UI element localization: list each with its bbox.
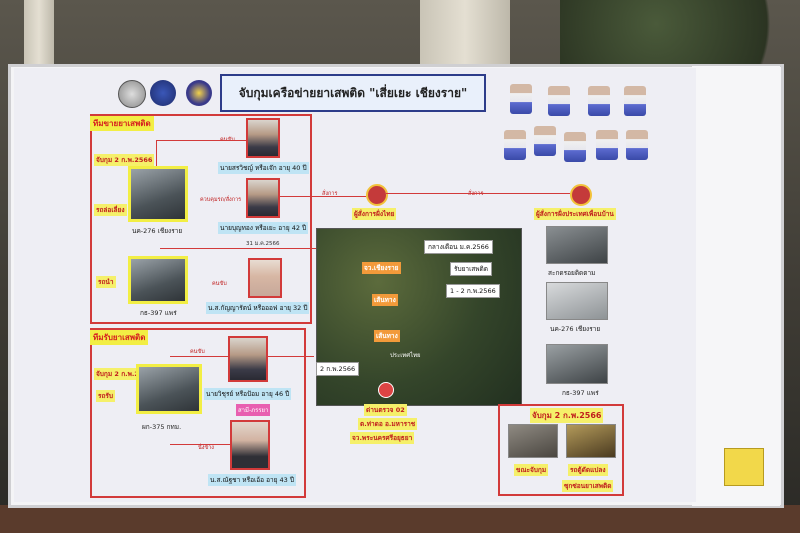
suspect-4-photo [228,336,268,382]
role-driver-3: คนขับ [190,349,205,355]
suspect-5-photo [230,420,270,470]
surveillance-photo [546,226,608,264]
car-3-role: รถรับ [96,390,116,402]
arrest-photo-1 [508,424,558,458]
car-photo-van [128,166,188,222]
arrest-box-caption-3: ซุกซ่อนยาเสพติด [562,480,614,492]
magnifier-icon [118,80,146,108]
officials-photo [504,78,654,178]
suspect-1-name: นายสรวิชญ์ หรือเจ๊ก อายุ 40 ปี [218,162,309,174]
checkpoint-label-2: ต.ท่าดอ อ.มหาราช [358,418,418,430]
van-caption: นค-276 เชียงราย [550,325,601,333]
car-2-plate: กธ-397 แพร่ [140,309,177,317]
connector-line [160,248,376,249]
map-satellite [316,228,522,406]
car-photo-receiver [136,364,202,414]
agency-seal-icon [186,80,212,106]
board-right-panel [692,66,780,506]
car-photo-pickup [128,256,188,304]
surveillance-caption: สะกดรอยติดตาม [548,269,596,277]
map-date-2-feb: 2 ก.พ.2566 [316,362,360,376]
sell-team-panel [90,114,312,324]
van-photo [546,282,608,320]
remote-commander-icon [570,184,592,206]
map-country: ประเทศไทย [390,352,421,359]
arrest-photo-2 [566,424,616,458]
sticky-note [724,448,764,486]
checkpoint-marker-icon [378,382,394,398]
connector-line [170,356,228,357]
pillar-left [24,0,54,64]
arrest-box-caption-2: รถตู้ดัดแปลง [568,464,608,476]
suspect-3-photo [248,258,282,298]
connector-line [386,193,570,194]
car-1-role: รถล่อเลี่ยง [94,204,127,216]
poster-title: จับกุมเครือข่ายยาเสพติด "เสี่ยเยะ เชียงร… [220,74,486,112]
map-receive: รับยาเสพติด [450,262,492,276]
floor [0,505,800,533]
arrest-box-title: จับกุม 2 ก.พ.2566 [530,408,604,423]
receive-team-panel [90,328,306,498]
pillar-center [420,0,510,64]
connector-line [170,444,230,445]
suspect-2-name: นายบุญทอง หรือเยะ อายุ 42 ปี [218,222,309,234]
map-chiang-rai: จว.เชียงราย [362,262,401,274]
order-label-1: สั่งการ [322,191,338,197]
map-route-1: เส้นทาง [372,294,398,306]
car-1-plate: นค-276 เชียงราย [132,227,183,235]
map-1-2-feb: 1 - 2 ก.พ.2566 [446,284,500,298]
map-mid-jan: กลางเดือน ม.ค.2566 [424,240,493,254]
order-label-2: สั่งการ [468,191,484,197]
suspect-3-name: น.ส.กัญญารัตน์ หรือออฟ อายุ 32 ปี [206,302,310,314]
connector-line [156,140,157,166]
connector-line [156,140,246,141]
sell-team-header: ทีมขายยาเสพติด [90,116,154,131]
suspect-1-photo [246,118,280,158]
connector-line [280,196,366,197]
commander-label: ผู้สั่งการฝั่งไทย [352,208,397,220]
car-2-role: รถนำ [96,276,116,288]
arrest-date-1: จับกุม 2 ก.พ.2566 [94,154,155,166]
date-31-jan: 31 ม.ค.2566 [246,241,280,247]
remote-commander-label: ผู้สั่งการฝั่งประเทศเพื่อนบ้าน [534,208,616,220]
suspect-5-name: น.ส.ณัฐชา หรือเอ้อ อายุ 43 ปี [208,474,296,486]
map-route-2: เส้นทาง [374,330,400,342]
role-driver-2: คนขับ [212,281,227,287]
checkpoint-label-3: จว.พระนครศรีอยุธยา [350,432,415,444]
connector-line [268,356,314,357]
pickup-caption: กธ-397 แพร่ [562,389,599,397]
commander-icon [366,184,388,206]
receive-team-header: ทีมรับยาเสพติด [90,330,149,345]
role-passenger: นั่งข้าง [198,445,214,451]
checkpoint-label-1: ด่านตรวจ 02 [364,404,407,416]
car-3-plate: ผก-375 กทม. [142,423,182,431]
suspect-2-photo [246,178,280,218]
role-escort: ควบคุมรถ/สั่งการ [200,197,242,203]
police-emblem-icon [150,80,176,106]
suspect-4-name: นายวิชุรย์ หรือป้อม อายุ 46 ปี [204,388,292,400]
arrest-box [498,404,624,496]
arrest-box-caption-1: ขณะจับกุม [514,464,549,476]
pickup-photo [546,344,608,384]
relation-label: สามี-ภรรยา [236,404,271,416]
